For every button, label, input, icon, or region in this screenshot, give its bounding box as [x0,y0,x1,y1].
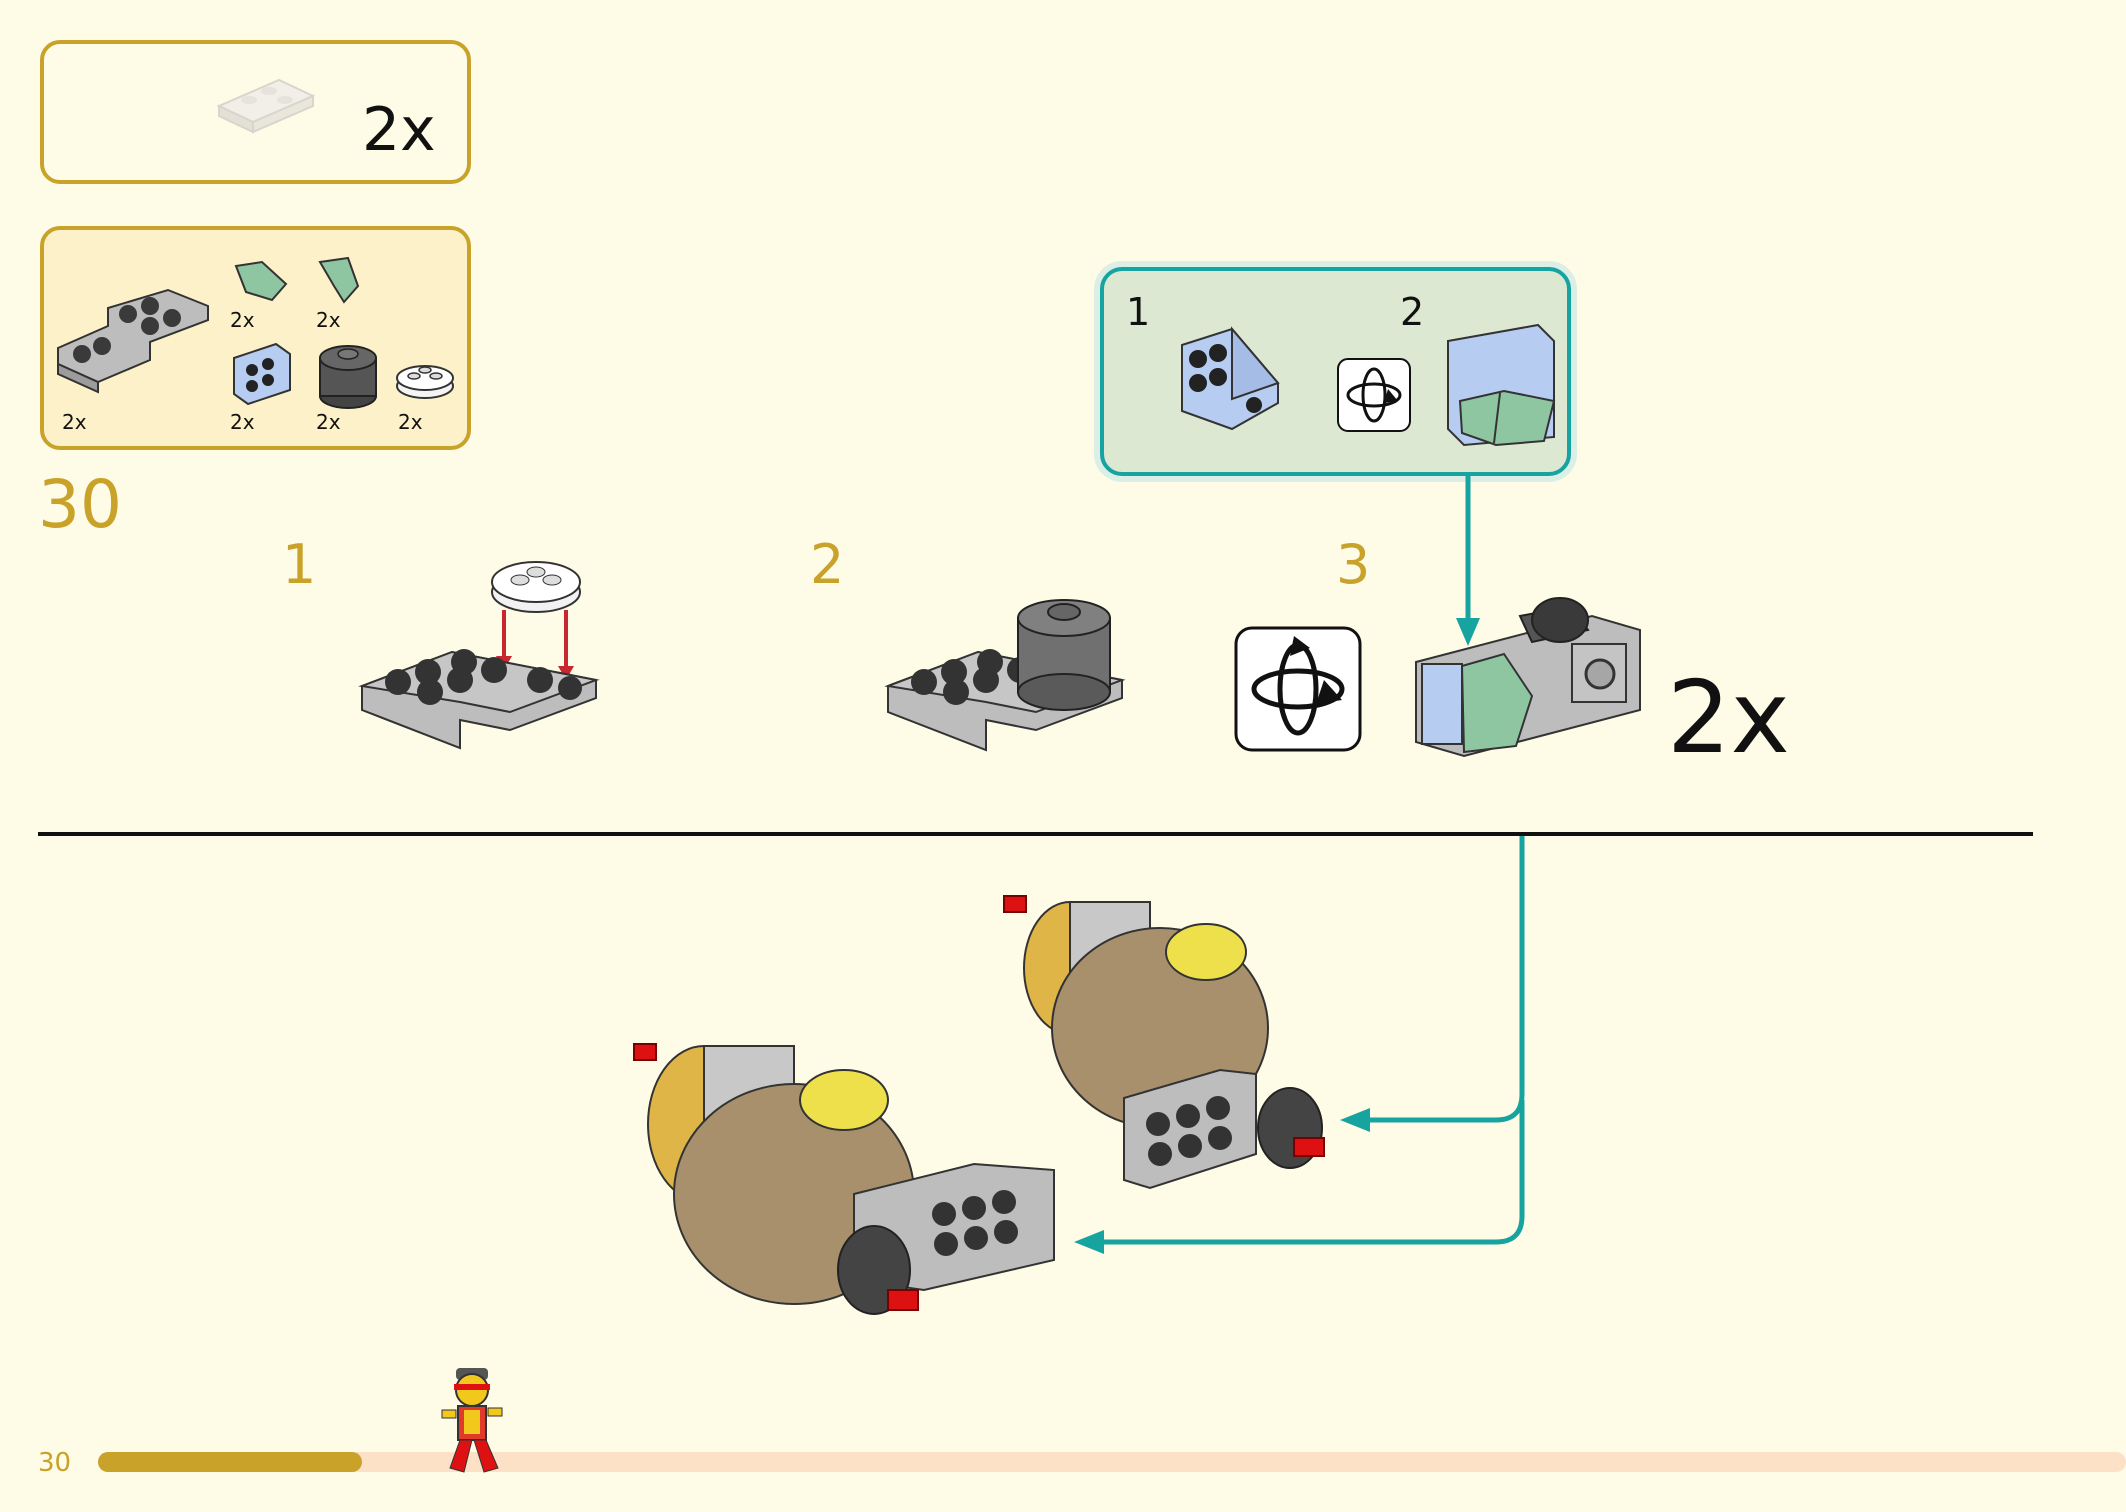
substep-number-2: 2 [810,533,845,596]
part-qty: 2x [316,410,341,434]
substep-1-illustration [358,561,600,750]
page-number: 30 [38,1448,72,1478]
substep-number-1: 1 [282,533,317,596]
sand-green-wedge-icon [234,260,288,302]
engine-assembly-right [1003,895,1325,1190]
substep-3-illustration [1415,597,1641,758]
part-qty: 2x [398,410,423,434]
minifigure-mascot-icon [441,1368,503,1473]
step-number: 30 [38,466,122,543]
sand-green-wedge-icon [318,256,360,304]
rotate-model-icon [1234,626,1362,752]
substep-number-3: 3 [1336,533,1371,596]
submodel-preview-icon [216,78,316,134]
light-blue-bracket-callout-icon [1181,326,1280,431]
submodel-quantity: 2x [362,95,436,165]
callout-box: 1 2 [1100,267,1571,476]
step-separator-line [38,832,2033,836]
gray-bracket-plate-icon [57,288,209,394]
dark-gray-round-brick-icon [319,345,377,409]
submodel-quantity-box: 2x [40,40,471,184]
engine-assembly-left [633,1043,1055,1315]
part-qty: 2x [230,410,255,434]
callout-step-1: 1 [1126,290,1151,334]
callout-step-2: 2 [1400,290,1425,334]
parts-list-box: 2x 2x 2x 2x 2x 2x [40,226,471,450]
rotate-callout-icon [1337,358,1411,432]
substep-2-illustration [884,599,1126,752]
white-round-plate-icon [396,365,454,399]
progress-bar-fill [98,1452,362,1472]
progress-bar [98,1452,2126,1472]
part-qty: 2x [62,410,87,434]
build-multiplier: 2x [1667,659,1790,776]
part-qty: 2x [230,308,255,332]
sand-green-wedge-callout-icon [1447,323,1556,447]
light-blue-bracket-icon [233,342,291,406]
part-qty: 2x [316,308,341,332]
